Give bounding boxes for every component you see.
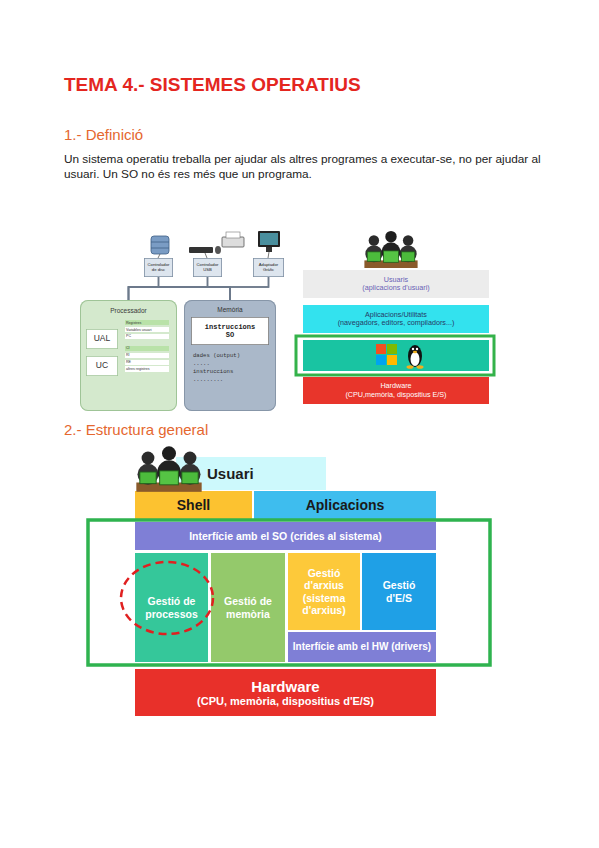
box-label: Registres <box>125 320 169 325</box>
definition-text: Un sistema operatiu treballa per ajudar … <box>64 152 542 182</box>
module-box: Gestió de processos <box>134 552 209 663</box>
bus-line <box>159 277 231 300</box>
controller-box: Controlador USB <box>193 258 222 277</box>
box-text: (CPU, memòria, dispositius d'E/S) <box>197 695 374 708</box>
box-label: UC <box>96 361 108 371</box>
section-heading: 1.- Definició <box>64 126 464 143</box>
register-list: RegistresVariables usuariPC CI RI REaltres … <box>124 320 170 402</box>
bus-line <box>129 287 231 300</box>
disk-icon <box>151 242 169 243</box>
box-label: Gestió d'E/S <box>371 579 427 603</box>
linux-logo <box>411 352 420 366</box>
box-label: Usuaris <box>384 276 408 284</box>
interface-band: Interfície amb el SO (crides al sistema) <box>134 521 437 551</box>
highlight-circle <box>121 562 213 634</box>
linux-logo <box>408 345 422 367</box>
disk-icon <box>151 248 169 249</box>
windows-logo <box>376 355 386 365</box>
printer-paper <box>226 232 240 238</box>
bus-line <box>230 277 269 300</box>
disk-icon <box>151 236 169 254</box>
box-label: Controlador USB <box>194 263 221 272</box>
box-label: Controlador de disc <box>145 263 172 272</box>
box-label: Adaptador Gràfic <box>254 263 283 272</box>
linux-logo <box>417 365 424 369</box>
module-box: Gestió d'E/S <box>361 552 437 631</box>
layer-box: Shell <box>134 490 253 520</box>
os-outline <box>296 336 494 375</box>
windows-logo <box>387 344 397 354</box>
box-label: Hardware <box>380 382 411 390</box>
mouse-icon <box>215 246 221 254</box>
os-band <box>303 340 489 371</box>
layer-box: Aplicacions <box>253 490 437 520</box>
box-label: Memòria <box>184 306 276 313</box>
linux-logo <box>416 348 418 350</box>
interface-band: Interfície amb el HW (drivers) <box>287 631 437 663</box>
hardware-band: Hardware(CPU, memòria, dispositius d'E/S… <box>134 668 437 717</box>
layer-band: Usuaris(aplicacions d'usuari) <box>303 270 489 298</box>
box-label: Interfície amb el HW (drivers) <box>291 641 433 653</box>
bus-line <box>129 277 159 300</box>
linux-logo <box>407 365 414 369</box>
box-label: Aplicacions/Utilitats <box>365 311 427 319</box>
bus-line <box>129 277 269 300</box>
box-label: UAL <box>94 334 111 344</box>
processor-box: ProcessadorUAL UC RegistresVariables usuar… <box>80 300 177 411</box>
box-text: Variables usuari <box>125 327 169 332</box>
module-box: Gestió d'arxius (sistema d'arxius) <box>287 552 361 631</box>
box-label: Shell <box>177 497 210 513</box>
linux-logo <box>412 348 414 350</box>
section-heading: 2.- Estructura general <box>64 421 464 438</box>
memory-cell: instruccions SO <box>191 317 269 345</box>
memory-box: Memòria dades (output)..... instruccions..… <box>184 300 276 411</box>
box-label: Hardware <box>251 678 319 695</box>
printer-icon <box>222 237 244 247</box>
box-text: RI <box>125 353 169 358</box>
box-text: (CPU,memòria, dispositius E/S) <box>345 391 446 399</box>
box-label: Gestió d'arxius (sistema d'arxius) <box>297 567 351 615</box>
alu-box: UAL <box>86 329 118 349</box>
box-text: RE <box>125 360 169 365</box>
box-label: instruccions SO <box>203 323 257 339</box>
layer-band: Aplicacions/Utilitats(navegadors, editor… <box>303 305 489 333</box>
bus-line <box>129 277 208 300</box>
users-icon <box>136 446 201 492</box>
linux-logo <box>413 351 417 353</box>
page-title: TEMA 4.- SISTEMES OPERATIUS <box>64 74 361 96</box>
box-text: ..... <box>184 361 276 367</box>
box-text: (navegadors, editors, compiladors...) <box>338 319 455 327</box>
users-icon <box>364 231 417 268</box>
monitor-screen <box>260 233 278 245</box>
box-text: (aplicacions d'usuari) <box>362 284 429 292</box>
windows-logo <box>387 355 397 365</box>
monitor-stand <box>266 247 272 252</box>
box-text: altres registres <box>125 366 169 371</box>
control-unit-box: UC <box>86 356 118 376</box>
box-label: Aplicacions <box>306 497 385 513</box>
monitor-icon <box>258 231 280 247</box>
module-box: Gestió de memòria <box>210 552 286 663</box>
box-text: CI <box>125 346 169 351</box>
box-label: Gestió de processos <box>140 595 204 619</box>
box-label: Processador <box>110 307 147 314</box>
box-text: PC <box>125 334 169 339</box>
layer-band: Hardware(CPU,memòria, dispositius E/S) <box>303 377 489 404</box>
box-label: Interfície amb el SO (crides al sistema) <box>189 530 382 542</box>
windows-logo <box>376 344 386 354</box>
box-label: Gestió de memòria <box>216 595 280 619</box>
box-text: ......... <box>184 377 276 383</box>
bus-line <box>208 277 231 300</box>
controller-box: Adaptador Gràfic <box>253 258 284 277</box>
box-text: dades (output) <box>184 353 276 359</box>
box-text: instruccions <box>184 369 276 375</box>
box-label: Usuari <box>207 465 254 482</box>
controller-box: Controlador de disc <box>144 258 173 277</box>
connector-layer <box>129 277 269 300</box>
user-band: Usuari <box>176 457 326 490</box>
keyboard-icon <box>189 247 213 253</box>
os-outline <box>88 520 490 665</box>
